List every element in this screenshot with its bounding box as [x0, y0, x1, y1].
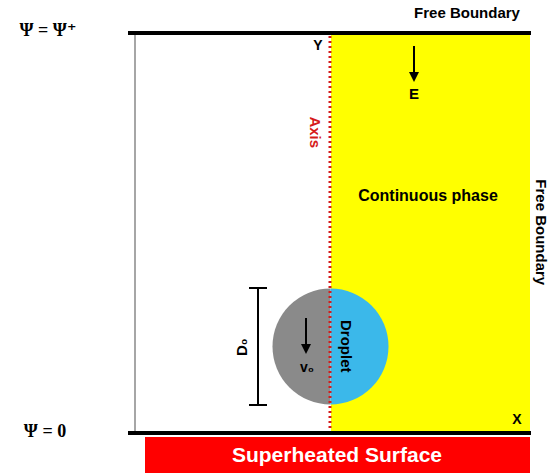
boundary-value: Ψ = 0: [24, 422, 66, 442]
node-text: Continuous phase: [358, 187, 498, 205]
boundary-label: Free Boundary: [533, 179, 550, 285]
axis-label: X: [512, 412, 521, 427]
node-text: Superheated Surface: [232, 443, 442, 466]
node-text: Droplet: [337, 320, 354, 373]
superheated-surface: Superheated Surface: [145, 437, 530, 473]
dimension-label: D₀: [234, 338, 251, 356]
boundary-value: Ψ = Ψ⁺: [20, 21, 77, 41]
axis-label: Axis: [307, 116, 324, 148]
axis-label: Y: [313, 38, 322, 53]
field-label: E: [409, 86, 419, 103]
velocity-label: v₀: [300, 360, 314, 375]
boundary-label: Free Boundary: [414, 5, 520, 22]
